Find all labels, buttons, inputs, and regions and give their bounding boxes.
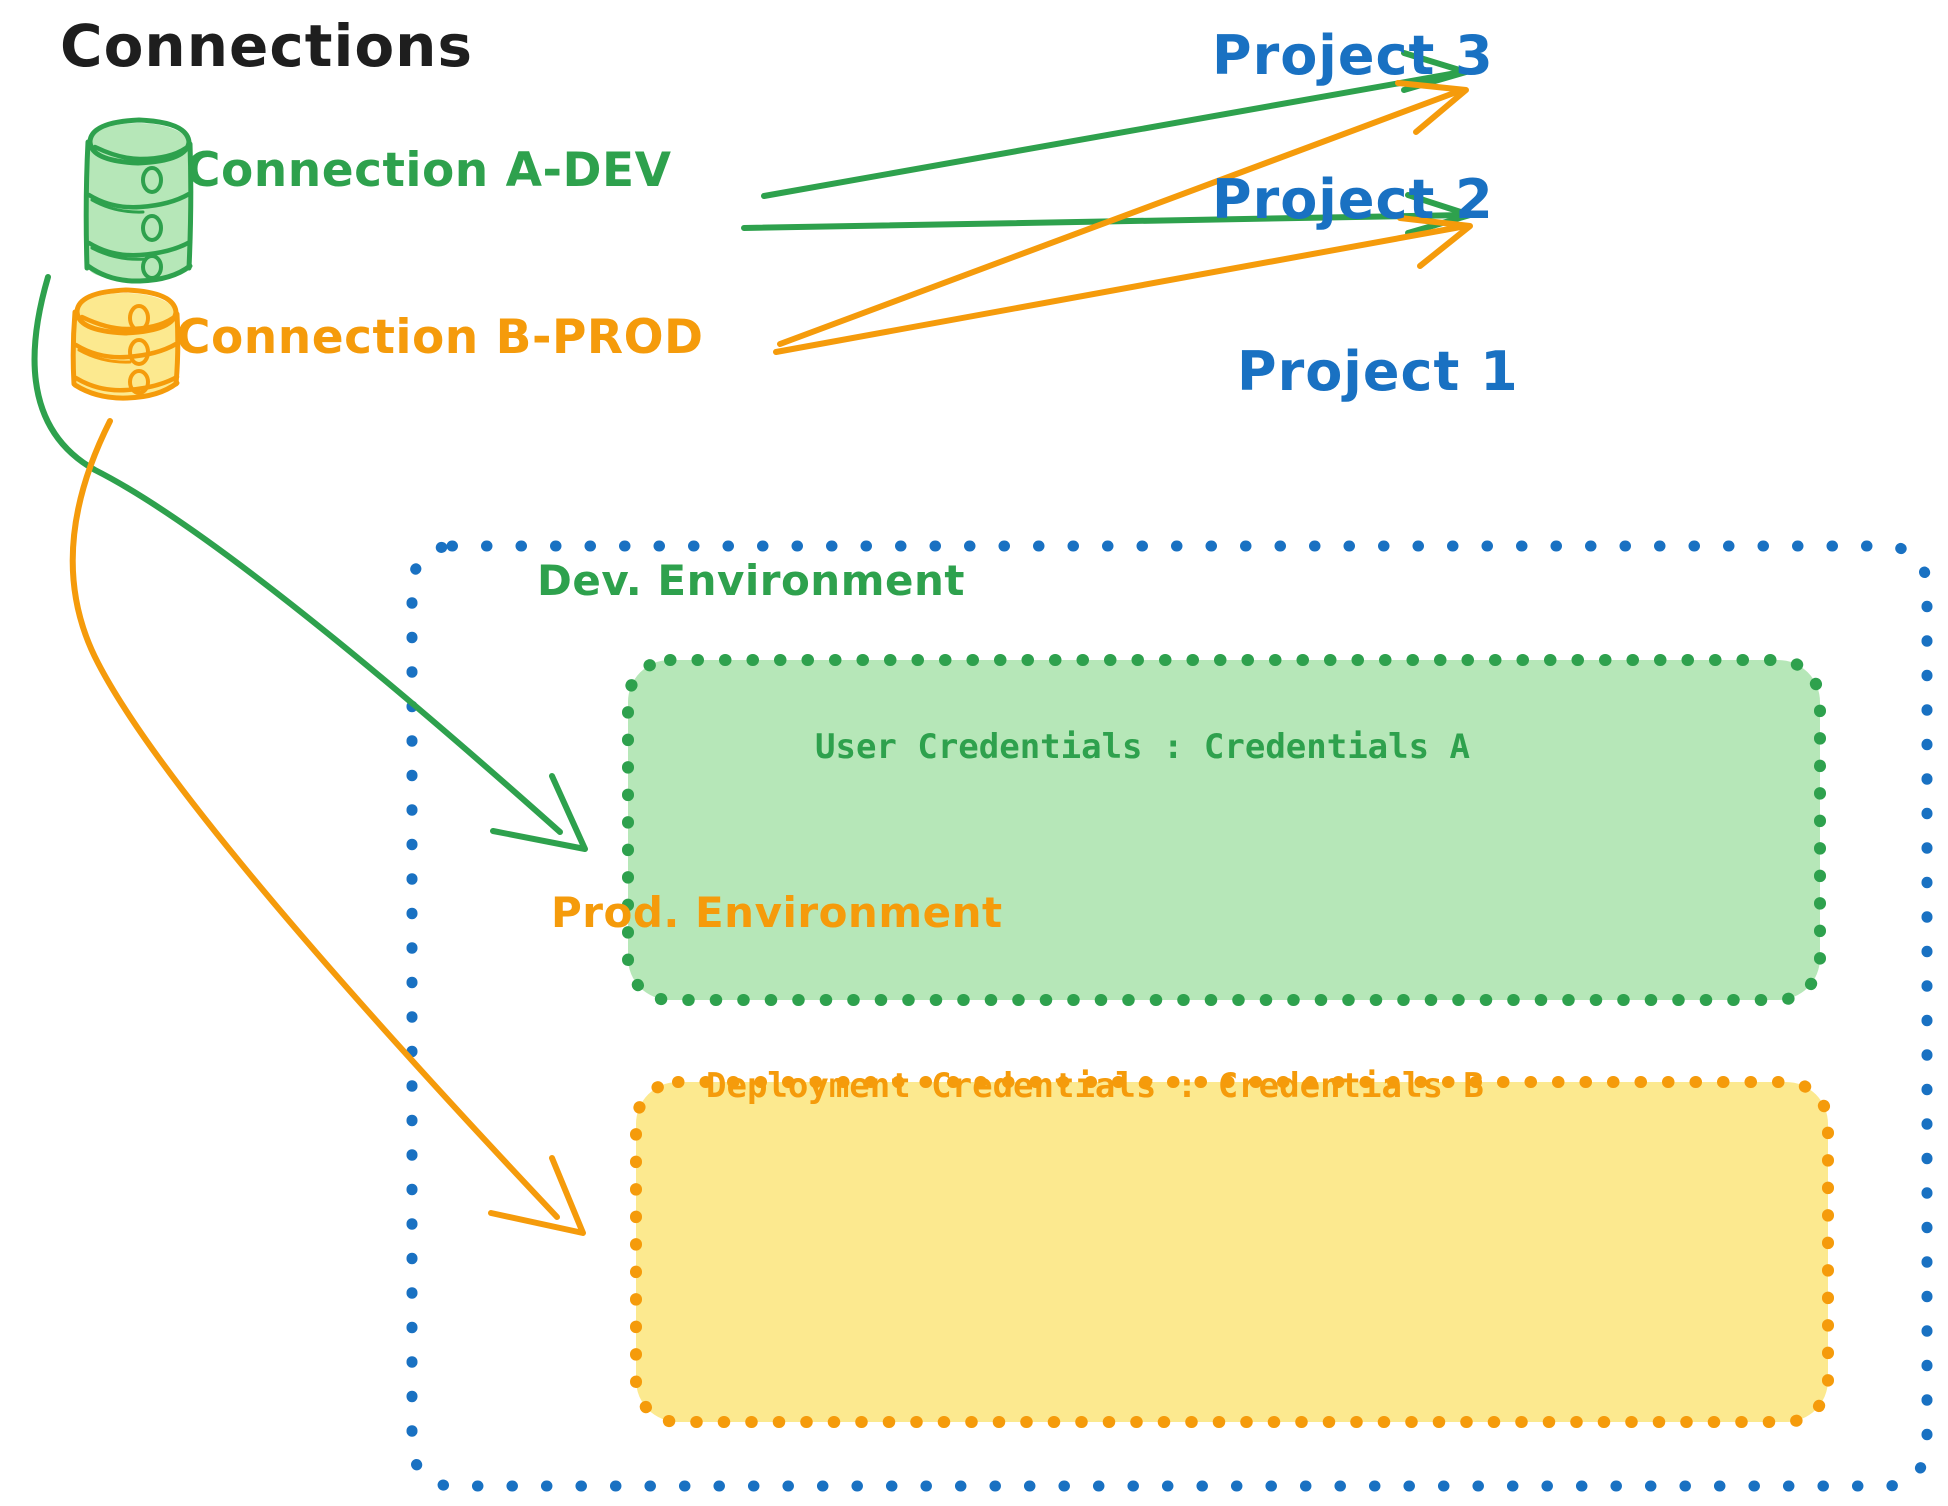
dev-environment-box[interactable] xyxy=(622,654,1826,1006)
dev-environment-credentials: User Credentials : Credentials A xyxy=(815,727,1471,767)
database-icon-connection-a[interactable] xyxy=(83,117,194,284)
prod-environment-box[interactable] xyxy=(630,1076,1834,1428)
dev-environment-title: Dev. Environment xyxy=(537,556,965,605)
edge-conn-b-to-project-3 xyxy=(777,80,1469,347)
project-3-label[interactable]: Project 3 xyxy=(1212,24,1494,87)
connection-a-label[interactable]: Connection A-DEV xyxy=(186,143,672,198)
project-2-label[interactable]: Project 2 xyxy=(1212,168,1494,231)
edge-conn-a-to-dev-environment xyxy=(31,274,588,852)
project-1-label[interactable]: Project 1 xyxy=(1237,340,1519,403)
page-title: Connections xyxy=(60,12,473,80)
database-icon-connection-b[interactable] xyxy=(70,287,181,401)
prod-environment-credentials: Deployment Credentials : Credentials B xyxy=(706,1066,1484,1106)
edge-conn-b-to-prod-environment xyxy=(69,418,586,1236)
project-1-container xyxy=(406,540,1933,1492)
connection-b-label[interactable]: Connection B-PROD xyxy=(176,310,704,365)
edge-conn-b-to-project-2 xyxy=(773,215,1473,355)
prod-environment-title: Prod. Environment xyxy=(551,888,1003,937)
